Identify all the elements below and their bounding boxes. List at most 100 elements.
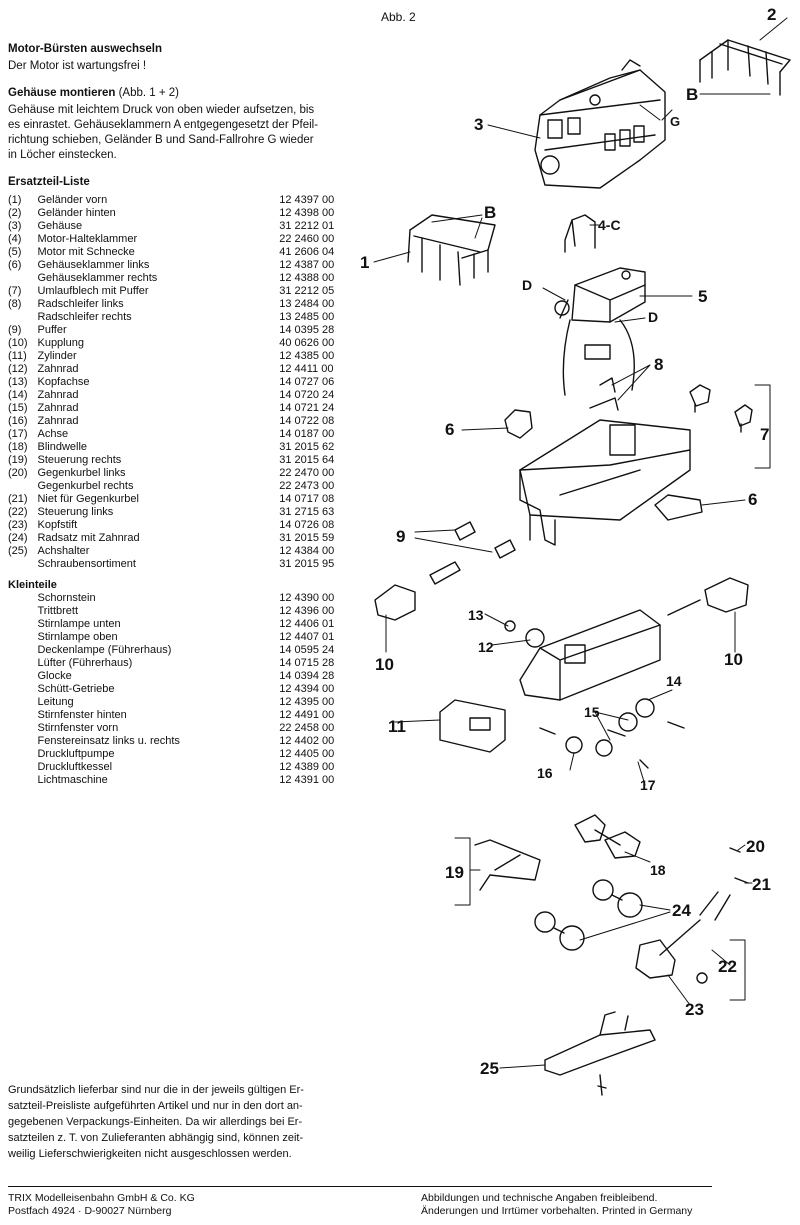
part-name: Blindwelle	[37, 441, 88, 453]
part-code: 12 4385 00	[279, 350, 335, 362]
notice-line: satzteil-Preisliste aufgeführten Artikel…	[8, 1100, 303, 1112]
housing-instructions: Gehäuse mit leichtem Druck von oben wied…	[8, 103, 348, 163]
part-name: Gehäuseklammer links	[37, 259, 150, 271]
part-code: 31 2015 95	[279, 558, 335, 570]
small-part-name: Fenstereinsatz links u. rechts	[37, 735, 180, 747]
parts-row: Schraubensortiment 31 2015 95	[8, 558, 348, 571]
part-name: Steuerung rechts	[37, 454, 122, 466]
brushes-text: Der Motor ist wartungsfrei !	[8, 60, 147, 72]
small-part-code: 14 0715 28	[279, 657, 335, 669]
housing-line: richtung schieben, Geländer B und Sand-F…	[8, 134, 314, 146]
callout-b-front: B	[484, 203, 496, 222]
part-number: (21)	[8, 493, 28, 505]
part-rivets	[729, 847, 749, 884]
footer-address: Postfach 4924 · D-90027 Nürnberg	[8, 1205, 172, 1217]
callout-8: 8	[654, 355, 663, 374]
part-railing-rear	[699, 39, 791, 96]
part-name: Niet für Gegenkurbel	[37, 493, 139, 505]
small-part-name: Stirnlampe oben	[37, 631, 118, 643]
part-code: 14 0722 08	[279, 415, 335, 427]
small-part-code: 12 4406 01	[279, 618, 335, 630]
part-number: (16)	[8, 415, 28, 427]
notice-line: Grundsätzlich lieferbar sind nur die in …	[8, 1084, 304, 1096]
part-name: Zahnrad	[37, 415, 79, 427]
callout-23: 23	[685, 1000, 704, 1019]
part-name: Motor-Halteklammer	[37, 233, 138, 245]
part-number: (7)	[8, 285, 22, 297]
part-code: 13 2484 00	[279, 298, 335, 310]
part-cylinder	[439, 699, 506, 753]
part-number: (4)	[8, 233, 22, 245]
callout-12: 12	[478, 639, 494, 655]
part-motor	[554, 267, 646, 396]
part-name: Gegenkurbel rechts	[37, 480, 134, 492]
small-part-name: Trittbrett	[37, 605, 79, 617]
callout-20: 20	[746, 837, 765, 856]
callout-1: 1	[360, 253, 369, 272]
part-name: Geländer vorn	[37, 194, 108, 206]
small-part-code: 12 4394 00	[279, 683, 335, 695]
part-number: (9)	[8, 324, 22, 336]
part-running-board	[519, 419, 691, 546]
part-code: 12 4387 00	[279, 259, 335, 271]
part-motor-clamp	[564, 214, 596, 253]
part-name: Zylinder	[37, 350, 77, 362]
part-code: 14 0187 00	[279, 428, 335, 440]
callout-3: 3	[474, 115, 483, 134]
part-railing-front	[407, 214, 496, 286]
small-part-name: Stirnfenster vorn	[37, 722, 119, 734]
callout-17: 17	[640, 777, 656, 793]
part-valve-gear-left	[635, 891, 731, 984]
part-name: Radsatz mit Zahnrad	[37, 532, 140, 544]
callout-11: 11	[388, 717, 406, 736]
small-parts-row: Lüfter (Führerhaus) 14 0715 28	[8, 657, 348, 670]
callout-10-left: 10	[375, 655, 394, 674]
availability-notice: Grundsätzlich lieferbar sind nur die in …	[8, 1082, 343, 1162]
part-number: (2)	[8, 207, 22, 219]
small-part-code: 12 4395 00	[279, 696, 335, 708]
footer-company: TRIX Modelleisenbahn GmbH & Co. KG	[8, 1192, 195, 1204]
part-number: (8)	[8, 298, 22, 310]
callout-b-rear: B	[686, 85, 698, 104]
part-code: 14 0727 06	[279, 376, 335, 388]
part-code: 14 0395 28	[279, 324, 335, 336]
callout-21: 21	[752, 875, 771, 894]
small-part-code: 22 2458 00	[279, 722, 335, 734]
part-code: 40 0626 00	[279, 337, 335, 349]
callout-14: 14	[666, 673, 682, 689]
parts-row: (11) Zylinder 12 4385 00	[8, 350, 348, 363]
part-number: (22)	[8, 506, 28, 518]
part-number: (25)	[8, 545, 28, 557]
small-part-code: 12 4391 00	[279, 774, 335, 786]
part-name: Gehäuseklammer rechts	[37, 272, 158, 284]
callout-18: 18	[650, 862, 666, 878]
part-name: Schraubensortiment	[37, 558, 136, 570]
part-number: (11)	[8, 350, 27, 362]
callout-6-left: 6	[445, 420, 454, 439]
callout-7: 7	[760, 425, 769, 444]
small-part-code: 12 4491 00	[279, 709, 335, 721]
small-parts-row: Leitung 12 4395 00	[8, 696, 348, 709]
part-code: 12 4388 00	[279, 272, 335, 284]
callout-24: 24	[672, 901, 691, 920]
housing-line: es einrastet. Gehäuseklammern A entgegen…	[8, 119, 319, 131]
small-part-name: Leitung	[37, 696, 74, 708]
part-code: 12 4411 00	[279, 363, 334, 375]
part-code: 22 2460 00	[279, 233, 335, 245]
small-part-name: Lüfter (Führerhaus)	[37, 657, 133, 669]
